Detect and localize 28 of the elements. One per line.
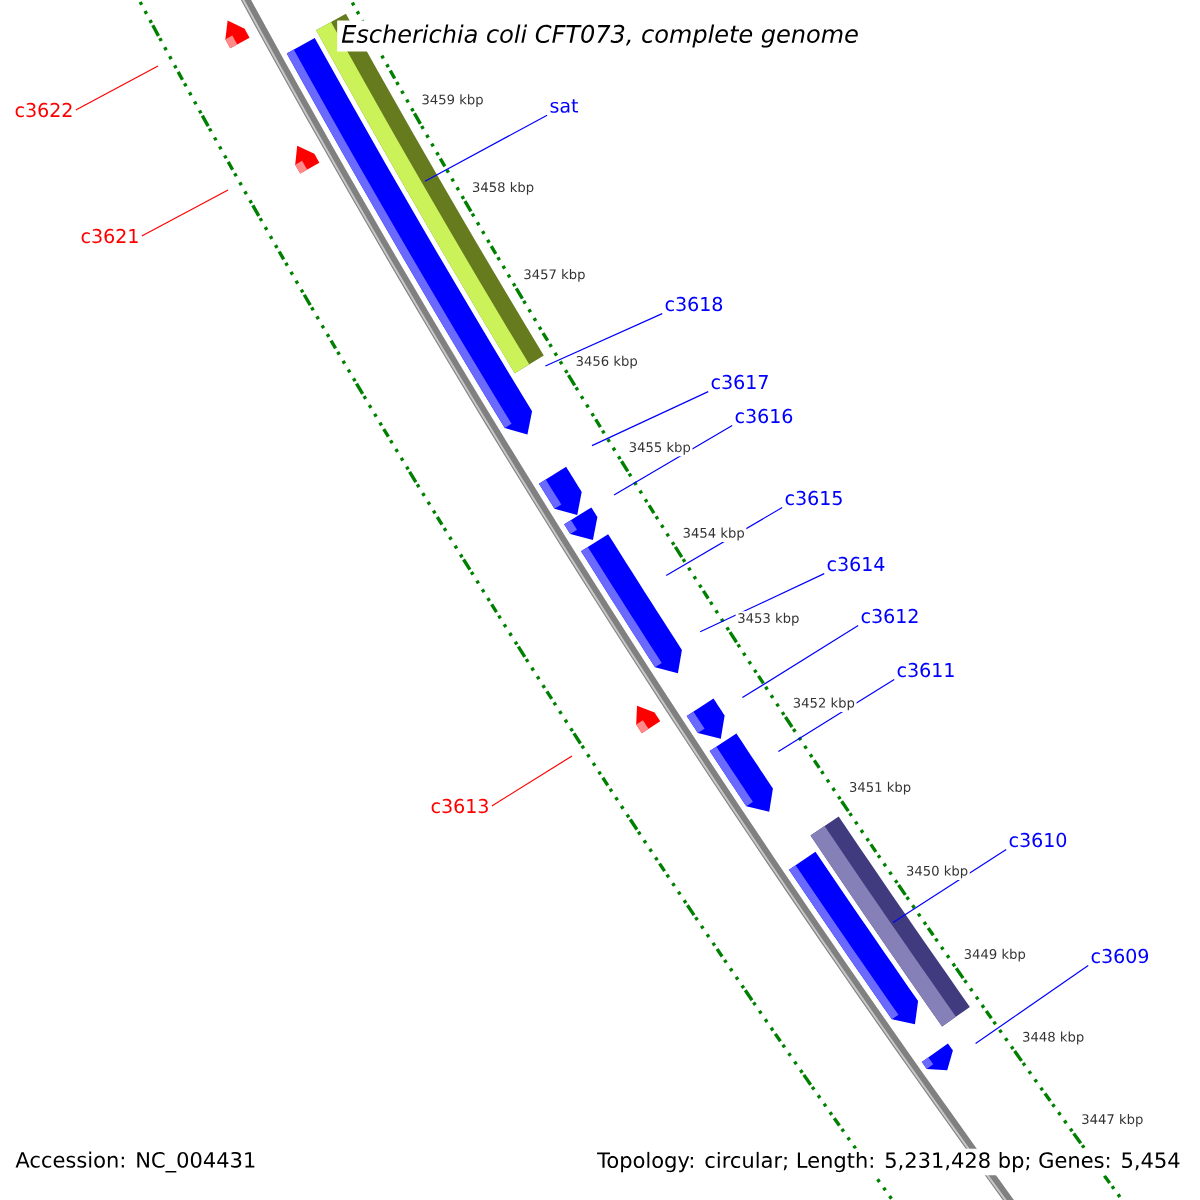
gene-label: c3610: [1009, 832, 1067, 848]
gene-label: sat: [550, 99, 579, 113]
leader-line: [741, 625, 859, 699]
leader-line: [777, 679, 895, 753]
leader-line: [141, 189, 229, 237]
accession-text: Accession: NC_004431: [12, 1148, 260, 1176]
gene-label: c3621: [81, 228, 138, 244]
gene-label: c3622: [15, 102, 72, 118]
gene-label: c3615: [785, 490, 842, 506]
leader-line: [699, 573, 825, 633]
gene-label: c3609: [1091, 948, 1149, 964]
genome-info-text: Topology: circular; Length: 5,231,428 bp; Genes: 5,454: [594, 1148, 1184, 1176]
gene-label: c3616: [735, 408, 793, 424]
title-text: Escherichia coli CFT073, complete genome: [337, 20, 863, 52]
leader-line: [892, 849, 1007, 924]
gene-label: c3618: [665, 296, 723, 312]
leader-line: [591, 391, 709, 447]
leader-line: [491, 755, 573, 807]
leader-line: [544, 313, 663, 367]
leader-line: [75, 65, 159, 111]
gene-label: c3613: [431, 798, 488, 814]
gene-label: c3614: [827, 556, 885, 572]
leader-line: [424, 114, 548, 182]
gene-label: c3617: [711, 374, 768, 390]
leader-line: [975, 965, 1089, 1044]
gene-label: c3612: [861, 608, 918, 624]
leader-line: [613, 425, 733, 496]
gene-label: c3611: [897, 662, 954, 678]
